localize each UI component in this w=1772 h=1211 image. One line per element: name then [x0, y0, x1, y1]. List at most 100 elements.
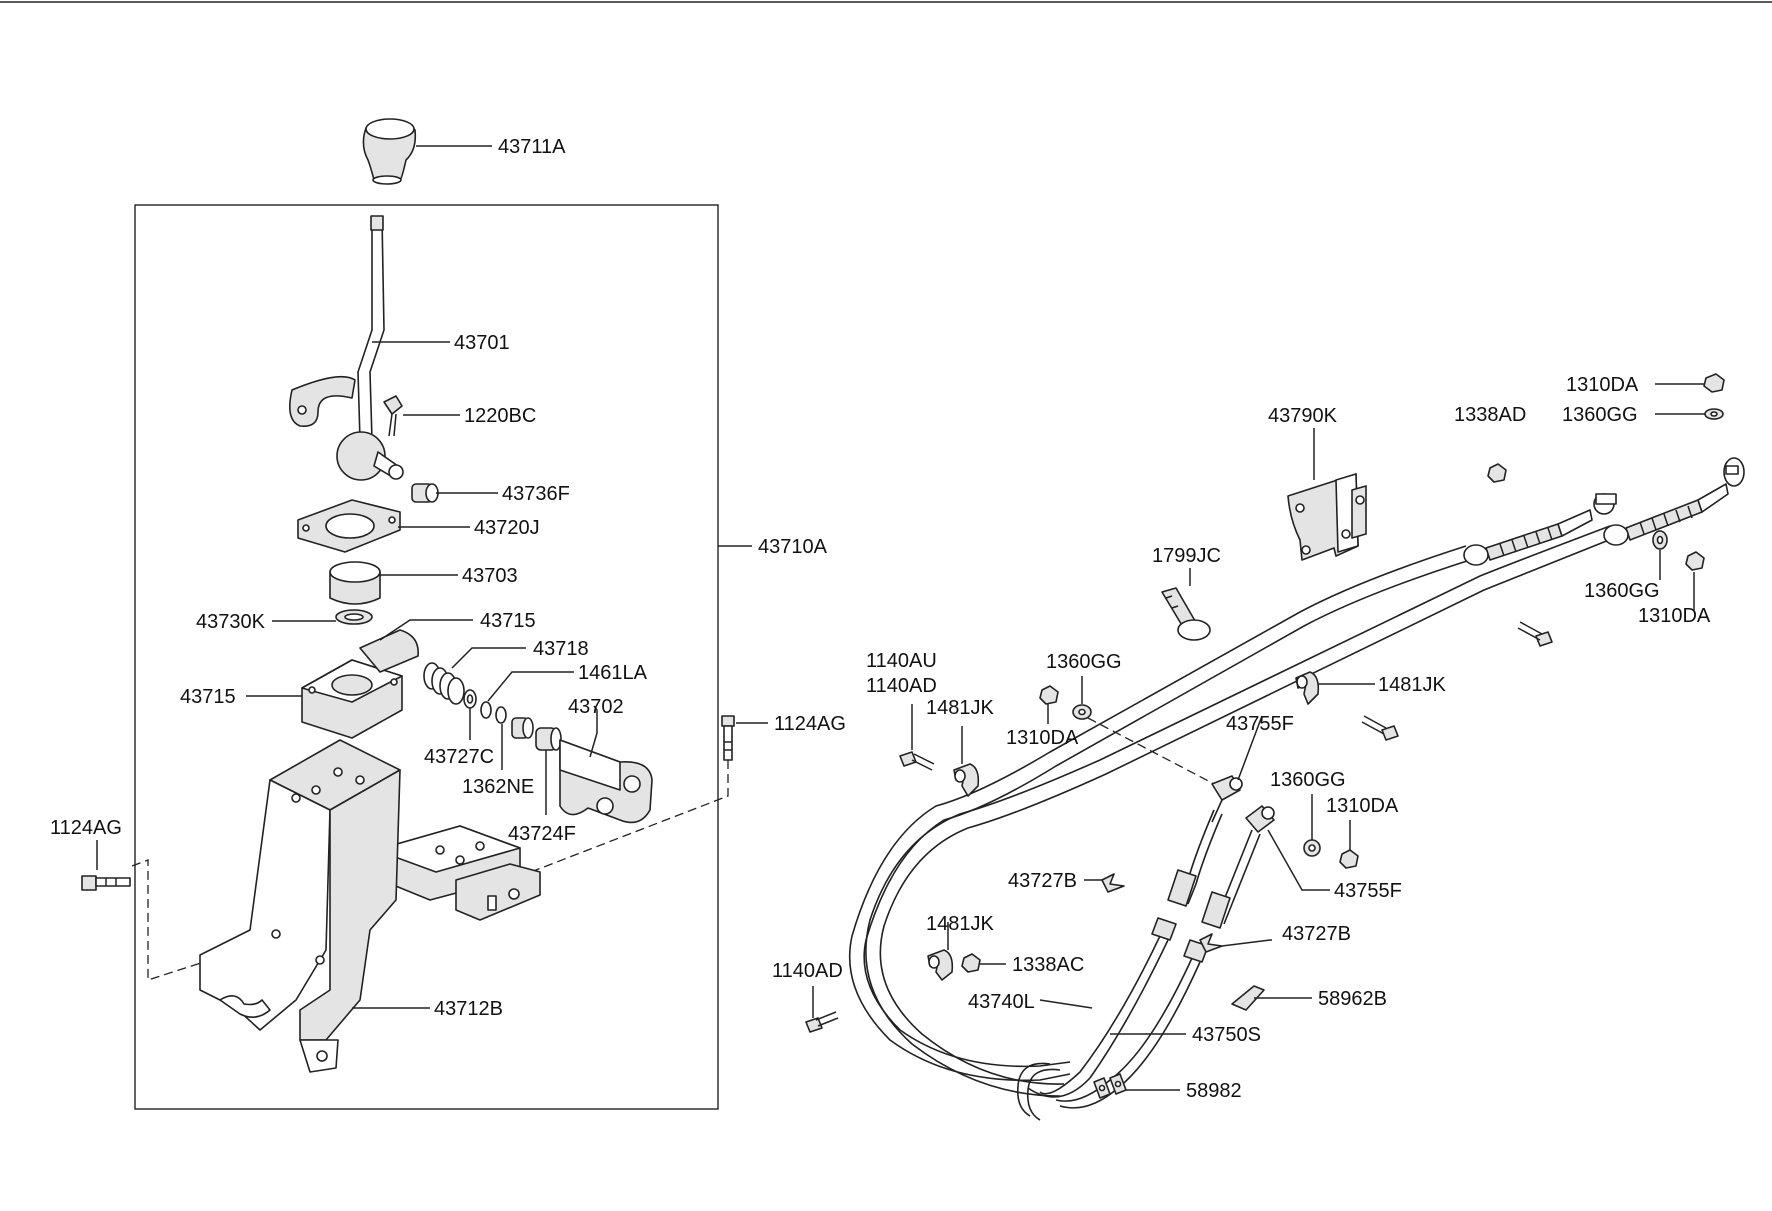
label-washer-right: 1360GG	[1584, 580, 1660, 602]
label-lever: 43701	[454, 332, 510, 354]
bolt-right-small-part	[1361, 715, 1399, 741]
label-housing: 43715	[180, 686, 236, 708]
washer-lower-part	[1303, 839, 1321, 857]
leader-bracket-arm	[589, 705, 598, 758]
nut-lower-part	[1339, 849, 1359, 869]
nut-mid-part	[1487, 463, 1507, 483]
ring-part	[511, 717, 534, 739]
label-washer-mid: 1360GG	[1046, 651, 1122, 673]
label-bracket-arm: 43702	[568, 696, 624, 718]
label-bushing: 43736F	[502, 483, 570, 505]
label-bolt-right: 1124AG	[774, 713, 846, 735]
label-washer: 43730K	[196, 611, 266, 633]
leader-select-cable	[1039, 999, 1093, 1009]
lever-part	[289, 215, 404, 481]
clip-mid-part	[953, 763, 980, 797]
label-nut-mid: 1338AD	[1454, 404, 1526, 426]
label-select-cable: 43740L	[968, 991, 1035, 1013]
label-lever-bolt: 1220BC	[464, 405, 536, 427]
label-retainer-upper: 43727B	[1008, 870, 1077, 892]
label-nut-mid2: 1310DA	[1006, 727, 1079, 749]
label-ball-socket: 43703	[462, 565, 518, 587]
shift-knob-part	[362, 118, 417, 185]
dashed-bolt-right	[509, 760, 729, 881]
label-bolt-lower: 1140AD	[772, 960, 843, 982]
label-washer-lower: 1360GG	[1270, 769, 1346, 791]
label-shift-cable: 43750S	[1192, 1024, 1261, 1046]
washer-mid-part	[1072, 704, 1092, 720]
bolt-lower-part	[805, 1011, 839, 1033]
label-tie: 1799JC	[1152, 545, 1221, 567]
label-retainer-lower: 43727B	[1282, 923, 1351, 945]
washer-top-part	[1704, 408, 1724, 420]
ball-socket-part	[329, 561, 381, 605]
spring-part	[423, 662, 465, 705]
base-bracket-part	[199, 739, 401, 1073]
clip-part	[480, 701, 507, 724]
bracket-arm-part	[559, 739, 653, 824]
bushing-part	[411, 483, 439, 503]
label-end-upper: 43755F	[1226, 713, 1294, 735]
nut-right-part	[1685, 551, 1705, 571]
washer-part	[335, 609, 373, 625]
lever-bolt-part	[383, 395, 403, 437]
leader-end-lower	[1267, 829, 1330, 891]
bolt-right-part	[721, 715, 735, 761]
label-washer-small: 43727C	[424, 746, 494, 768]
clip-right-part	[1295, 671, 1320, 705]
leader-housing-upper	[379, 619, 473, 641]
clamp-part	[1093, 1073, 1127, 1099]
label-spring: 43718	[533, 638, 589, 660]
tie-part	[1161, 587, 1211, 641]
label-bolt-left: 1124AG	[50, 817, 122, 839]
label-plate: 43720J	[474, 517, 540, 539]
bolt-upper-right-part	[1517, 621, 1553, 647]
label-base-bracket: 43712B	[434, 998, 503, 1020]
label-bolt-left-a: 1140AU	[866, 650, 937, 672]
nut-lower2-part	[961, 953, 981, 973]
bolt-left-part	[81, 875, 131, 891]
label-pad: 58962B	[1318, 988, 1387, 1010]
bush-small-part	[535, 727, 562, 751]
clip-lower-part	[927, 949, 954, 981]
leader-clip	[487, 671, 574, 702]
label-bolt-left-b: 1140AD	[866, 675, 937, 697]
label-housing-upper: 43715	[480, 610, 536, 632]
label-clip: 1461LA	[578, 662, 648, 684]
dashed-mid	[1087, 717, 1219, 787]
label-nut-lower2: 1338AC	[1012, 954, 1084, 976]
nut-mid2-part	[1039, 685, 1059, 705]
bracket-plate-part	[375, 825, 541, 921]
label-washer-top: 1360GG	[1562, 404, 1638, 426]
bolt-left-cable-part	[899, 751, 935, 771]
label-nut-right: 1310DA	[1638, 605, 1711, 627]
label-clip-lower: 1481JK	[926, 913, 994, 935]
label-cable-bracket: 43790K	[1268, 405, 1338, 427]
cable-upper-part	[848, 457, 1745, 1097]
label-clamp: 58982	[1186, 1080, 1242, 1102]
leader-retainer-lower	[1221, 939, 1272, 947]
label-clip-right: 1481JK	[1378, 674, 1446, 696]
label-end-lower: 43755F	[1334, 880, 1402, 902]
label-ring: 1362NE	[462, 776, 534, 798]
label-shift-knob: 43711A	[498, 136, 566, 158]
housing-part	[301, 629, 419, 739]
label-bush-small: 43724F	[508, 823, 576, 845]
retainer-lower-part	[1199, 933, 1223, 953]
leader-spring	[451, 647, 526, 669]
label-assembly-ref: 43710A	[758, 536, 828, 558]
select-shift-cables-lower	[1016, 775, 1275, 1121]
pad-part	[1231, 985, 1265, 1011]
label-nut-top: 1310DA	[1566, 374, 1639, 396]
nut-top-part	[1703, 373, 1725, 393]
leader-end-upper	[1237, 715, 1263, 781]
washer-right-part	[1652, 530, 1668, 550]
label-clip-mid: 1481JK	[926, 697, 994, 719]
washer-small-part	[463, 689, 477, 709]
label-nut-lower: 1310DA	[1326, 795, 1399, 817]
retainer-upper-part	[1101, 873, 1125, 893]
assembly-frame	[134, 204, 719, 1110]
cable-bracket-part	[1287, 473, 1367, 561]
plate-part	[297, 499, 401, 553]
